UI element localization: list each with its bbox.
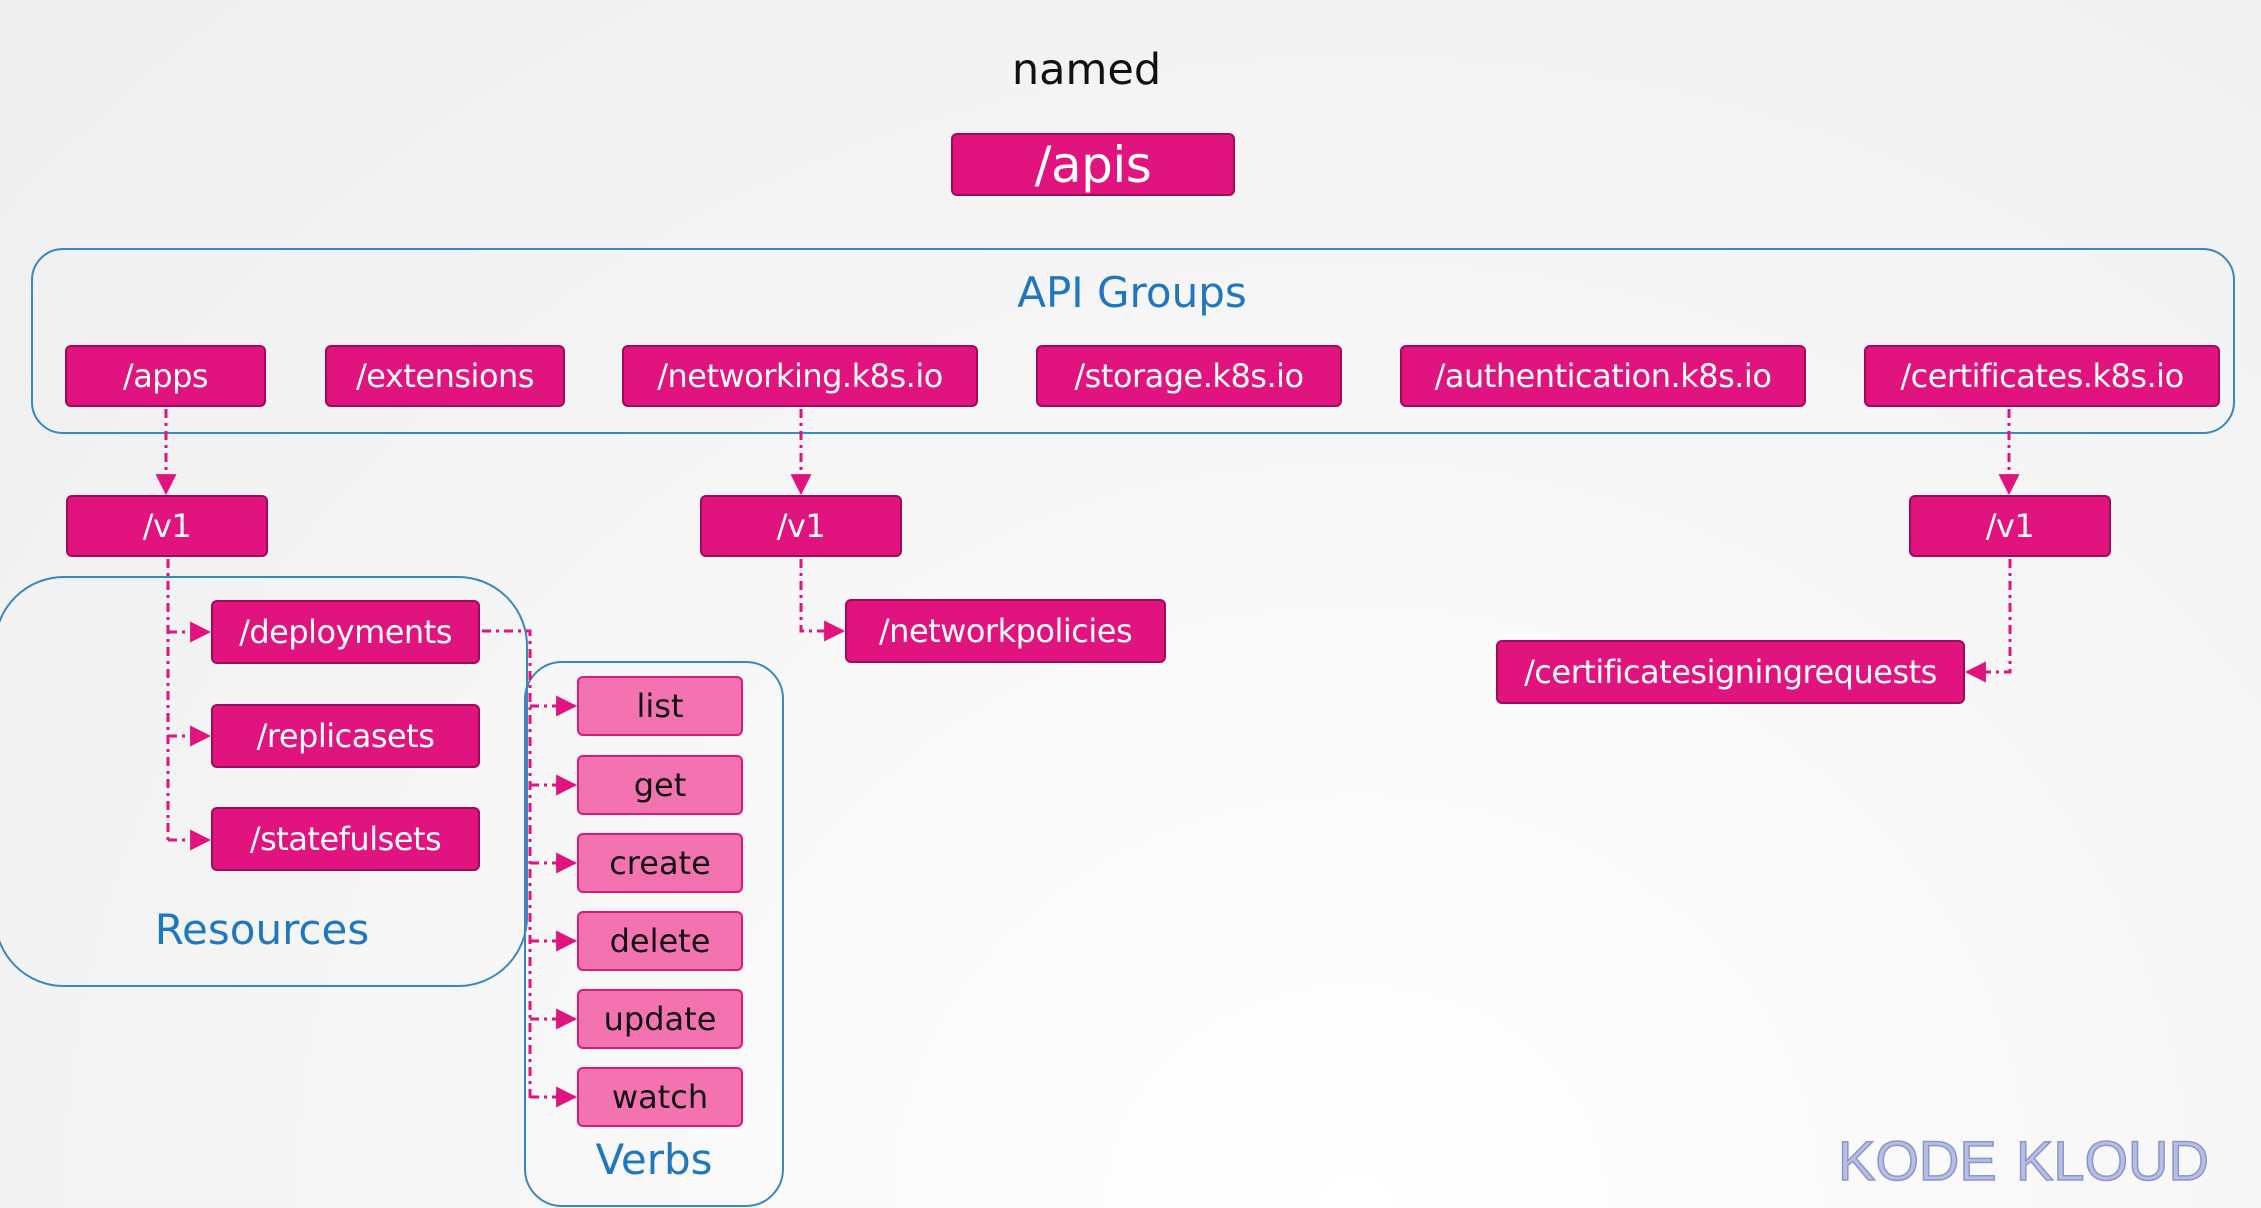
networking-v1-node: /v1: [700, 495, 902, 557]
kodekloud-logo: KODE KLOUD: [1838, 1128, 2210, 1192]
verb-delete: delete: [577, 911, 743, 971]
resources-label: Resources: [154, 905, 370, 954]
certificates-v1-node: /v1: [1909, 495, 2111, 557]
verb-create: create: [577, 833, 743, 893]
api-group-storage: /storage.k8s.io: [1036, 345, 1342, 407]
verb-get: get: [577, 755, 743, 815]
verbs-box: [524, 661, 784, 1207]
connector-networkpolicies: [799, 559, 846, 642]
api-groups-label: API Groups: [1017, 268, 1247, 317]
apps-v1-node: /v1: [66, 495, 268, 557]
resource-networkpolicies: /networkpolicies: [845, 599, 1166, 663]
api-group-certificates: /certificates.k8s.io: [1864, 345, 2220, 407]
apis-node: /apis: [951, 133, 1235, 196]
verbs-label: Verbs: [595, 1135, 713, 1184]
resource-deployments: /deployments: [211, 600, 480, 664]
resource-statefulsets: /statefulsets: [211, 807, 480, 871]
svg-text:KLOUD: KLOUD: [2016, 1129, 2209, 1192]
resource-replicasets: /replicasets: [211, 704, 480, 768]
api-group-authentication: /authentication.k8s.io: [1400, 345, 1806, 407]
connector-deployments-verbs: [482, 629, 532, 1098]
api-group-apps: /apps: [65, 345, 266, 407]
verb-watch: watch: [577, 1067, 743, 1127]
connector-csr: [1964, 559, 2012, 683]
svg-text:KODE: KODE: [1838, 1129, 1997, 1192]
verb-list: list: [577, 676, 743, 736]
resources-box: [0, 576, 528, 987]
api-group-extensions: /extensions: [325, 345, 565, 407]
resource-certificatesigningrequests: /certificatesigningrequests: [1496, 640, 1965, 704]
api-group-networking: /networking.k8s.io: [622, 345, 978, 407]
verb-update: update: [577, 989, 743, 1049]
diagram-title: named: [1011, 45, 1162, 95]
api-groups-box: [31, 248, 2235, 434]
